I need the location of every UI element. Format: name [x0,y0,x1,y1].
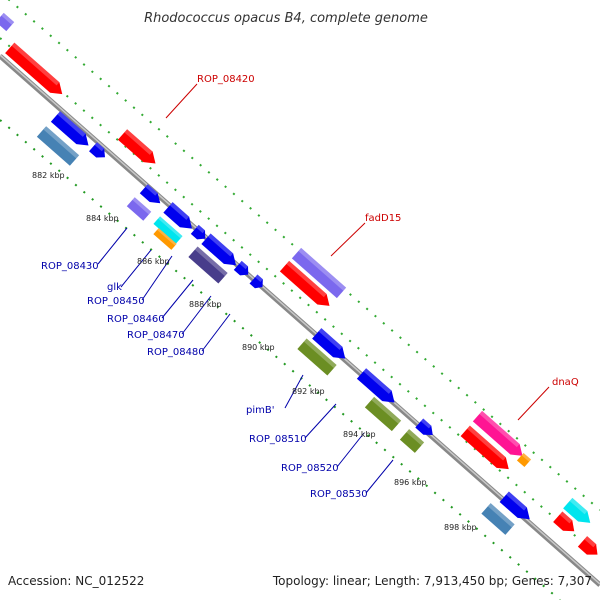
reverse-gene[interactable] [297,338,337,376]
genome-backbone [0,54,600,587]
reverse-gene[interactable] [201,233,240,271]
reverse-gene[interactable] [233,260,252,279]
reverse-gene[interactable] [89,142,109,162]
ruler-tick-labels: 882 kbp 884 kbp 886 kbp 888 kbp 890 kbp … [32,171,477,532]
gene-label-rop-08430[interactable]: ROP_08430 [41,261,99,272]
gene-label-rop-08510[interactable]: ROP_08510 [249,434,307,445]
reverse-gene[interactable] [139,184,164,208]
gene-label-rop-08420[interactable]: ROP_08420 [197,74,255,85]
reverse-gene[interactable] [356,368,399,408]
forward-gene[interactable] [577,536,600,560]
gene-label-rop-08480[interactable]: ROP_08480 [147,347,205,358]
map-title: Rhodococcus opacus B4, complete genome [144,11,428,26]
gene-label-pimb[interactable]: pimB' [246,405,274,416]
leader-line [181,295,212,335]
reverse-gene[interactable] [399,429,425,453]
gene-label-rop-08450[interactable]: ROP_08450 [87,296,145,307]
forward-gene[interactable] [5,42,67,100]
leader-line [120,249,152,288]
tick-label: 886 kbp [137,257,170,266]
accession-text: Accession: NC_012522 [8,574,144,588]
ruler-track [0,119,561,600]
tick-label: 898 kbp [444,523,477,532]
gene-label-dnaq[interactable]: dnaQ [552,377,579,388]
reverse-gene-labels: ROP_08430 glk ROP_08450 ROP_08460 ROP_08… [41,261,368,500]
tick-label: 888 kbp [189,300,222,309]
reverse-gene[interactable] [153,228,177,250]
forward-gene[interactable] [279,260,334,311]
gene-label-rop-08460[interactable]: ROP_08460 [107,314,165,325]
gene-label-rop-08530[interactable]: ROP_08530 [310,489,368,500]
leader-line [365,459,394,494]
leader-line [517,386,550,421]
tick-label: 884 kbp [86,214,119,223]
gene-features [0,12,600,560]
reverse-gene[interactable] [364,396,402,432]
reverse-gene[interactable] [415,418,436,440]
leader-line [336,432,365,468]
leader-line [304,403,337,439]
tick-label: 894 kbp [343,430,376,439]
tick-label: 882 kbp [32,171,65,180]
tick-label: 892 kbp [292,387,325,396]
forward-gene-labels: ROP_08420 fadD15 dnaQ [197,74,579,388]
reverse-gene[interactable] [190,224,209,243]
forward-gene[interactable] [472,410,527,461]
forward-gene[interactable] [0,12,15,32]
reverse-gene[interactable] [163,202,196,234]
leader-line [284,374,304,409]
forward-gene[interactable] [516,452,532,468]
reverse-gene[interactable] [188,246,228,284]
reverse-gene[interactable] [50,111,93,151]
leader-line [165,83,198,119]
leader-line [97,227,128,265]
reverse-gene[interactable] [126,197,152,221]
leader-line [141,255,173,301]
forward-gene[interactable] [117,129,160,169]
leader-line [201,313,231,352]
topology-text: Topology: linear; Length: 7,913,450 bp; … [272,574,592,588]
gene-label-fadd15[interactable]: fadD15 [365,213,401,224]
gene-label-rop-08520[interactable]: ROP_08520 [281,463,339,474]
leader-line [330,222,366,257]
reverse-gene[interactable] [481,503,515,535]
gene-label-rop-08470[interactable]: ROP_08470 [127,330,185,341]
forward-gene[interactable] [460,425,514,475]
inner-forward-track [0,37,581,541]
tick-label: 896 kbp [394,478,427,487]
reverse-gene[interactable] [249,274,267,292]
genome-backbone-highlight [0,54,600,585]
tick-label: 890 kbp [242,343,275,352]
reverse-gene[interactable] [36,126,80,166]
forward-gene[interactable] [563,497,595,528]
gene-label-glk[interactable]: glk [107,282,122,293]
reverse-gene[interactable] [153,216,183,244]
reverse-gene[interactable] [312,328,350,364]
label-leaders [97,83,550,494]
forward-gene[interactable] [553,511,579,536]
reverse-gene[interactable] [499,491,535,525]
forward-gene[interactable] [291,247,347,299]
leader-line [161,279,194,319]
